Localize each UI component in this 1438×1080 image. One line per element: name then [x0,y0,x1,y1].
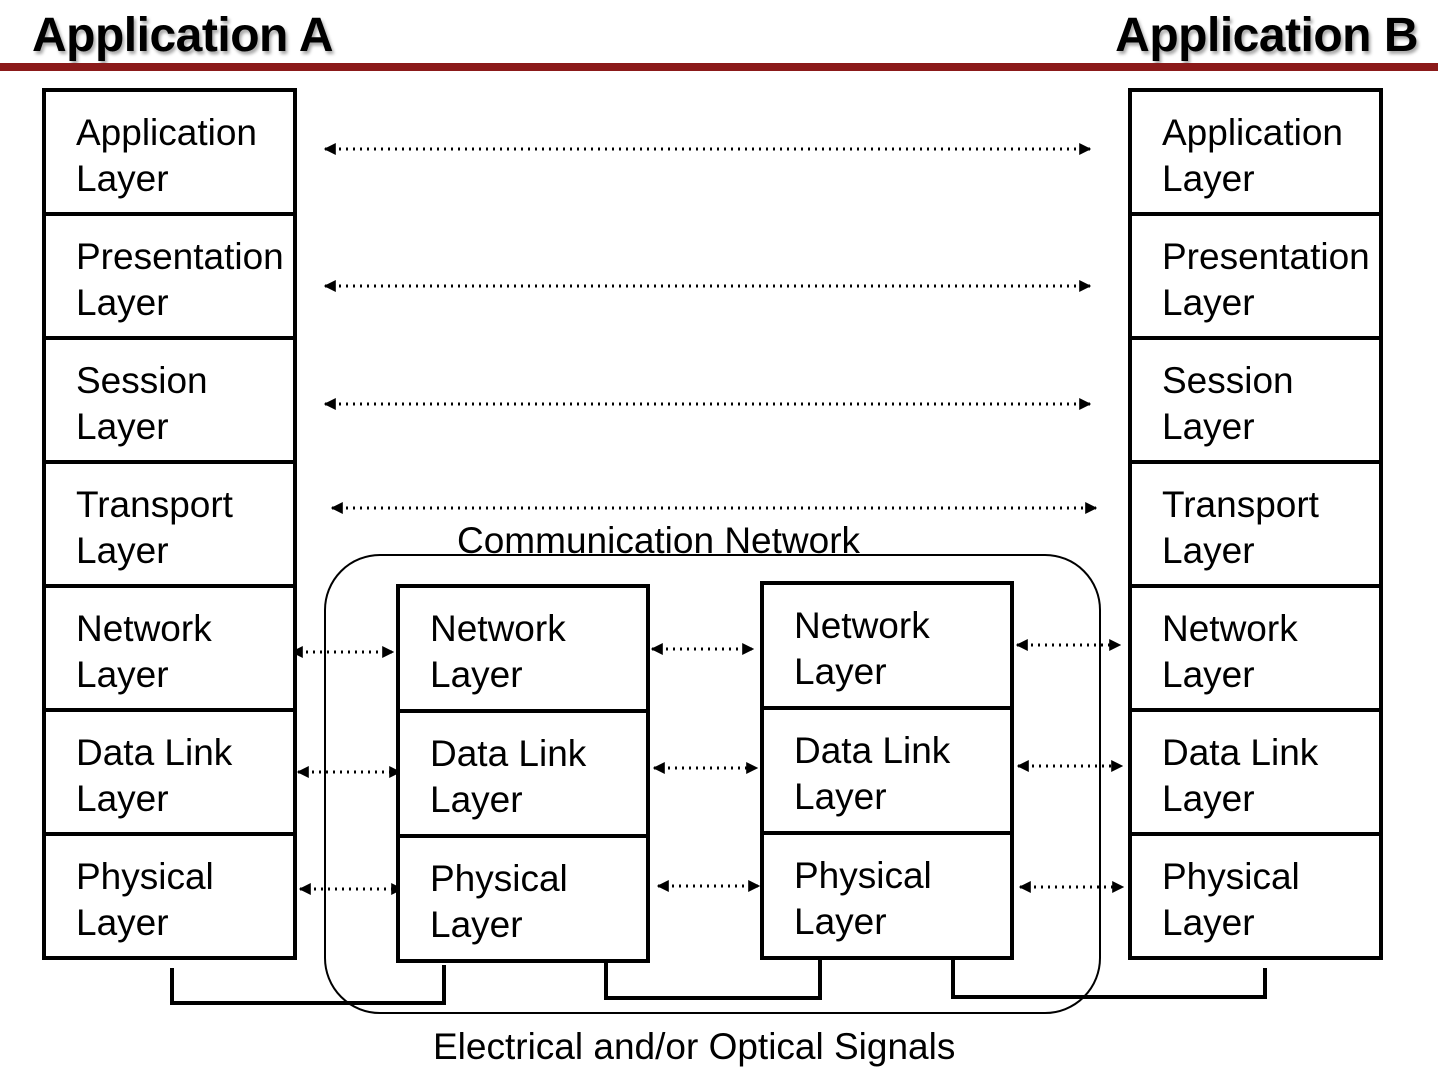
left-network-layer: Network Layer [42,584,297,712]
signals-label: Electrical and/or Optical Signals [433,1026,956,1067]
left-application-layer: Application Layer [42,88,297,216]
right-datalink-layer: Data Link Layer [1128,708,1383,836]
router1-network-layer: Network Layer [396,584,650,713]
router1-physical-layer: Physical Layer [396,834,650,963]
right-network-layer: Network Layer [1128,584,1383,712]
application-b-title: Application B [1115,9,1418,62]
left-transport-layer: Transport Layer [42,460,297,588]
wire-router1-to-router2 [604,960,822,1000]
peer-arrows [290,143,1125,895]
communication-network-boundary [324,554,1101,1014]
left-datalink-layer: Data Link Layer [42,708,297,836]
wire-router2-to-b [951,960,1267,999]
wire-a-to-router1 [170,965,446,1005]
router2-physical-layer: Physical Layer [760,831,1014,960]
router2-datalink-layer: Data Link Layer [760,706,1014,835]
router1-datalink-layer: Data Link Layer [396,709,650,838]
left-physical-layer: Physical Layer [42,832,297,960]
communication-network-label: Communication Network [457,520,861,561]
application-a-title: Application A [32,9,334,62]
left-presentation-layer: Presentation Layer [42,212,297,340]
right-application-layer: Application Layer [1128,88,1383,216]
router2-network-layer: Network Layer [760,581,1014,710]
right-transport-layer: Transport Layer [1128,460,1383,588]
left-session-layer: Session Layer [42,336,297,464]
right-presentation-layer: Presentation Layer [1128,212,1383,340]
right-physical-layer: Physical Layer [1128,832,1383,960]
header-rule [0,63,1438,71]
right-session-layer: Session Layer [1128,336,1383,464]
